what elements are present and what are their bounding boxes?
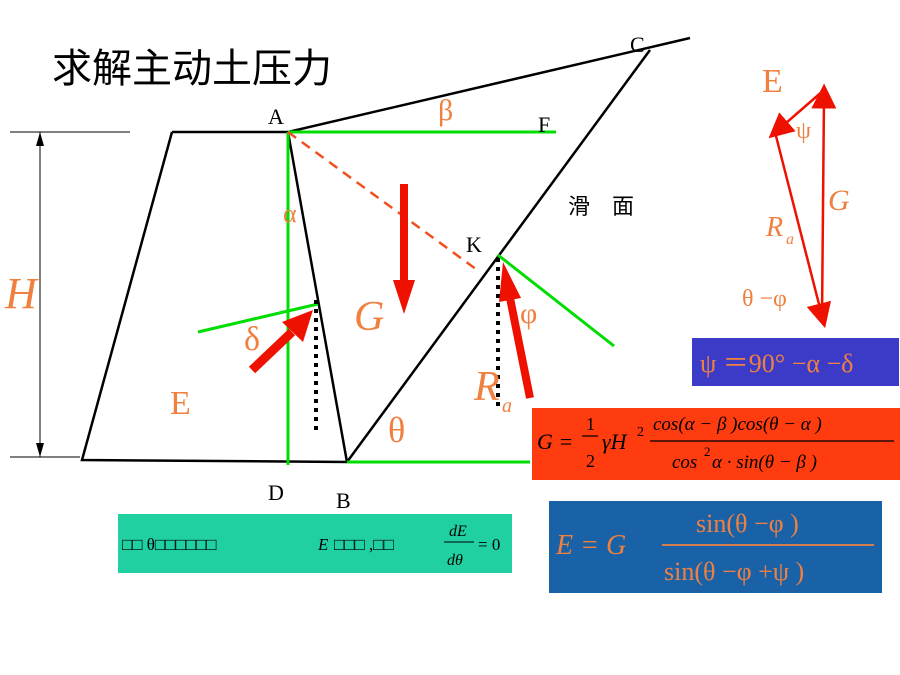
svg-text:dθ: dθ [447,552,463,569]
backfill-surface [287,36,691,134]
angle-alpha: α [283,199,297,228]
svg-text:2: 2 [704,444,711,459]
force-triangle [768,83,837,329]
extremum-condition-box [118,514,512,573]
triangle-label-theta-phi: θ −φ [742,286,787,312]
label-Ra: R [473,364,500,410]
point-C: C [630,32,645,57]
svg-text:□□□ ,□□: □□□ ,□□ [334,535,394,554]
svg-text:G =: G = [537,429,573,454]
phi-reference-line [497,253,615,348]
svg-text:2: 2 [586,451,595,471]
svg-text:sin(θ −φ +ψ ): sin(θ −φ +ψ ) [664,557,804,586]
point-A: A [268,104,284,129]
svg-text:1: 1 [586,414,595,434]
dashed-line-AK [287,130,481,274]
point-B: B [336,488,351,513]
triangle-label-psi: ψ [796,118,811,144]
extremum-condition: □□ θ□□□□□□ E □□□ ,□□ dE dθ = 0 [122,523,500,569]
G-formula: G = 1 2 γH 2 cos(α − β )cos(θ − α ) cos … [537,414,894,473]
triangle-label-Ra: R [765,212,783,243]
page-title: 求解主动土压力 [52,46,332,92]
angle-beta: β [438,94,453,127]
delta-reference-line [197,302,319,334]
arrow-G [393,184,415,314]
E-formula-box [549,501,882,593]
svg-text:γH: γH [602,429,628,454]
triangle-label-Ra-sub: a [786,231,794,248]
height-dimension [10,131,130,458]
label-E: E [170,385,191,422]
svg-text:E: E [317,535,329,554]
label-H: H [4,269,39,318]
label-Ra-sub: a [502,395,512,417]
svg-text:α · sin(θ − β ): α · sin(θ − β ) [712,452,817,473]
psi-formula: ψ ＝90° −α −δ [700,349,853,378]
point-F: F [538,112,550,137]
point-D: D [268,480,284,505]
label-G: G [354,294,384,340]
svg-text:cos(α − β )cos(θ − α ): cos(α − β )cos(θ − α ) [653,414,822,435]
svg-text:sin(θ −φ ): sin(θ −φ ) [696,509,799,538]
retaining-wall [80,130,349,464]
angle-phi: φ [520,297,537,330]
svg-text:□□ θ□□□□□□: □□ θ□□□□□□ [122,535,217,554]
svg-text:2: 2 [637,425,644,440]
point-K: K [466,232,482,257]
label-slip-surface: 滑 面 [568,194,634,219]
E-formula: E = G sin(θ −φ ) sin(θ −φ +ψ ) [555,509,874,586]
arrow-E [248,310,313,374]
psi-formula-box [692,338,899,386]
svg-text:E = G: E = G [555,530,626,561]
svg-text:cos: cos [672,452,697,473]
G-formula-box [532,408,900,480]
triangle-label-G: G [828,184,850,217]
angle-theta: θ [388,410,405,450]
svg-text:dE: dE [449,523,467,540]
svg-text:= 0: = 0 [478,535,500,554]
triangle-label-E: E [762,63,783,100]
arrow-Ra [499,262,534,399]
angle-delta: δ [244,321,260,358]
